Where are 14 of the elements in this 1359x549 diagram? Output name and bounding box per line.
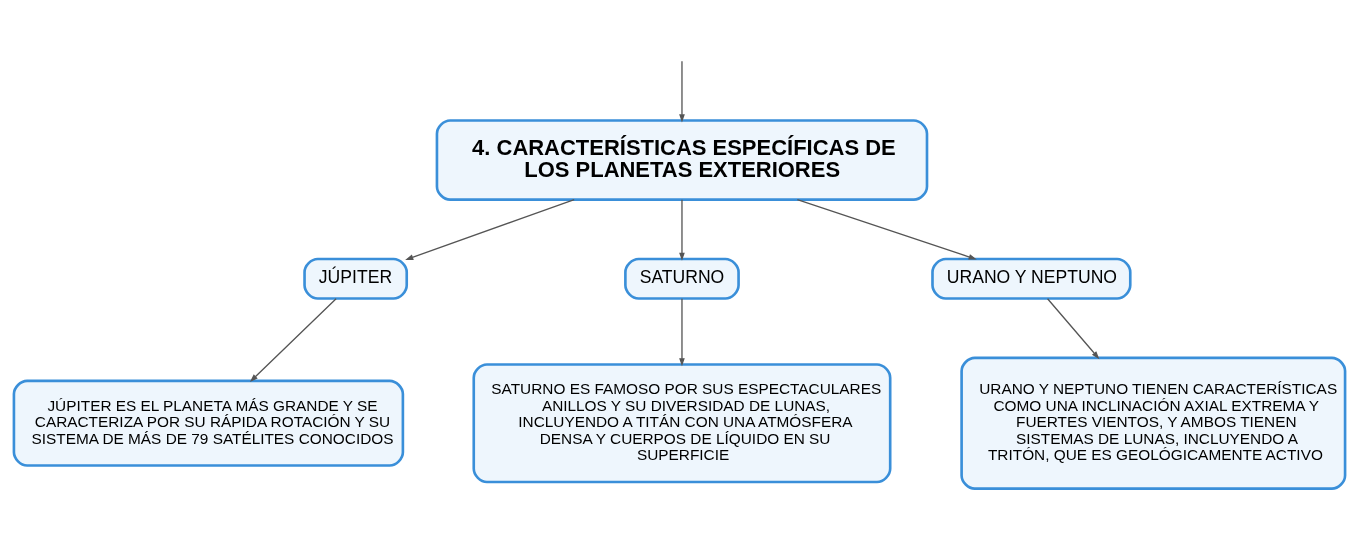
arrow (249, 298, 337, 383)
node-box: JÚPITER (303, 257, 409, 300)
node-box: URANO Y NEPTUNO (931, 257, 1132, 300)
arrow (796, 198, 977, 260)
arrow (1046, 298, 1100, 360)
node-box: SATURNO ES FAMOSO POR SUS ESPECTACULARES ANILLOS Y SU DIVERSIDAD DE LUNAS, INCLUYENDO A TITÁN CON UNA ATMÓSFERA DENSA Y CUERPOS DE LÍQUIDO EN SU SUPERFICIE (472, 363, 892, 484)
arrow (679, 298, 685, 367)
node-box: JÚPITER ES EL PLANETA MÁS GRANDE Y SE CARACTERIZA POR SU RÁPIDA ROTACIÓN Y SU SISTEMA DE MÁS DE 79 SATÉLITES CONOCIDOS (12, 379, 405, 467)
node-box: URANO Y NEPTUNO TIENEN CARACTERÍSTICAS COMO UNA INCLINACIÓN AXIAL EXTREMA Y FUERTES VIENTOS, Y AMBOS TIENEN SISTEMAS DE LUNAS, INCLUYENDO A TRITÓN, QUE ES GEOLÓGICAMENTE ACTIVO (960, 356, 1347, 490)
node-box: SATURNO (624, 257, 740, 300)
arrow (679, 198, 685, 261)
arrow (679, 60, 685, 123)
arrow (405, 198, 575, 260)
node-box: 4. CARACTERÍSTICAS ESPECÍFICAS DE LOS PLANETAS EXTERIORES (435, 119, 929, 201)
